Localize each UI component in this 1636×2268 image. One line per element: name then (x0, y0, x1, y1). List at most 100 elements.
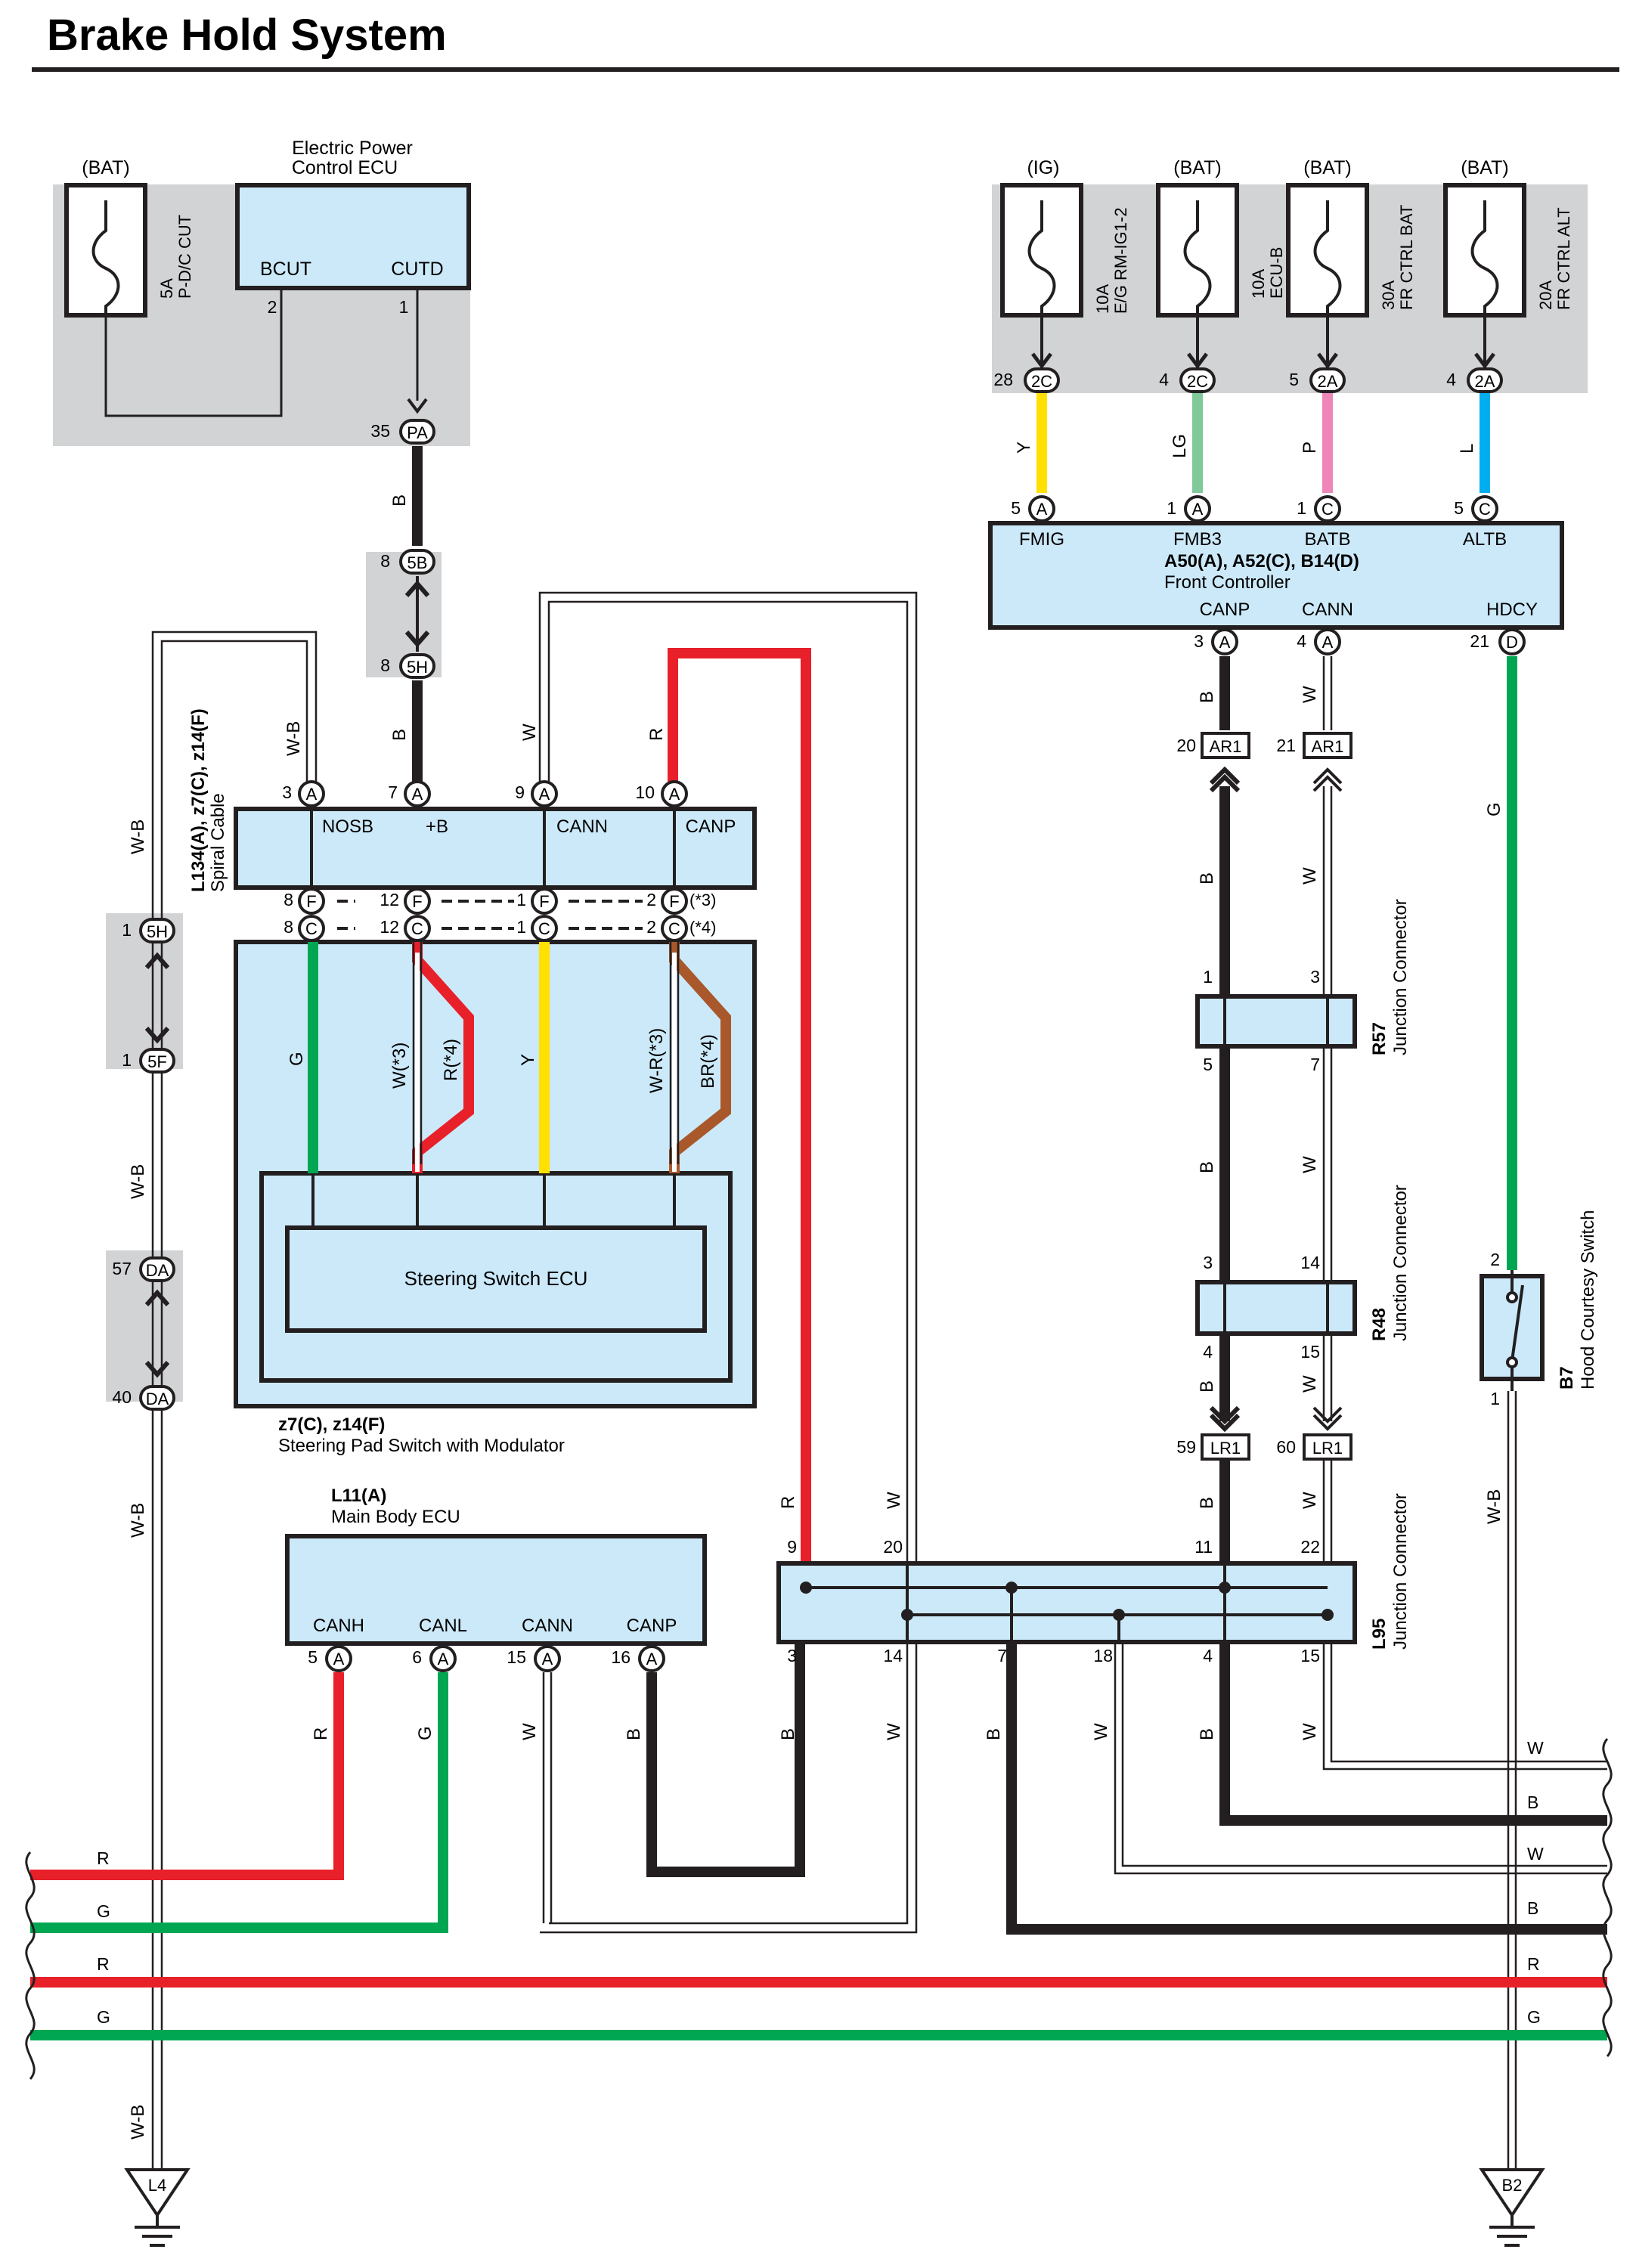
wire-wb-label-left-1: W-B (128, 820, 148, 854)
spiral-f-num-4: 2 (646, 890, 656, 909)
spiral-f-letter-3: F (539, 892, 549, 911)
ep-ecu-pin-cutd: CUTD (391, 259, 443, 280)
wire-lg-label: LG (1170, 434, 1190, 458)
connector-ar1-a (1201, 732, 1250, 759)
ground-l4: L4 (124, 2168, 191, 2247)
fuse-dc-cut-name: P-D/C CUT (175, 215, 194, 299)
wire-b-label-1: B (389, 494, 410, 507)
arrow-5h-5f (144, 952, 170, 1044)
bat-label-fr-bat: (BAT) (1303, 157, 1351, 178)
fc-pin-canp: CANP (1200, 600, 1250, 620)
wire-y-label: Y (1014, 442, 1034, 454)
mb-pin-canl: CANL (419, 1616, 467, 1636)
wire-b-label-canp-4: B (1197, 1380, 1217, 1393)
fuse-ecu-b-amp: 10A (1249, 269, 1268, 299)
ep-ecu-box (235, 183, 471, 290)
fc-pin-altb: ALTB (1463, 529, 1507, 550)
wire-wr3-internal-fill (672, 953, 677, 1172)
fc-conn-cann-letter: A (1322, 633, 1334, 652)
fc-num-altb: 5 (1454, 498, 1464, 518)
spiral-c-letter-2: C (411, 919, 423, 938)
spiral-num-cann: 9 (515, 782, 525, 802)
wire-w-label-l95-14: W (884, 1723, 904, 1740)
spiral-note-4: (*4) (689, 918, 716, 937)
spiral-pin-nosb: NOSB (322, 816, 373, 837)
mb-pin-canp: CANP (627, 1616, 677, 1636)
spiral-f-letter-4: F (669, 892, 679, 911)
wire-r-label-spiral: R (646, 728, 667, 741)
wire-w-label-spiral: W (519, 723, 540, 741)
r57-box (1195, 994, 1357, 1049)
connector-5f-label: 5F (147, 1052, 167, 1071)
5h-pin: 8 (380, 655, 390, 675)
2a-pin-4: 4 (1446, 370, 1456, 389)
wire-w-label-cann-2: W (1300, 867, 1320, 885)
connector-2a-a (1309, 367, 1346, 393)
wire-g-internal-label: G (287, 1052, 307, 1066)
wire-w-cann-fc (1322, 656, 1333, 730)
r48-name: Junction Connector (1390, 1185, 1411, 1341)
fc-conn-batb-letter: C (1322, 500, 1334, 519)
spiral-f-letter-2: F (412, 892, 422, 911)
steering-pad-code: z7(C), z14(F) (278, 1414, 385, 1435)
r57-pin-1: 1 (1203, 967, 1213, 987)
wire-b-label-2: B (389, 729, 410, 741)
wire-b-l95-4 (1219, 1642, 1607, 1826)
wire-wb-label-left-2: W-B (128, 1164, 148, 1199)
mb-conn-canl-letter: A (438, 1650, 449, 1668)
mb-conn-canh-letter: A (333, 1650, 345, 1668)
wire-wb-label-left-4: W-B (128, 2105, 148, 2139)
wire-w-label-cann-4: W (1300, 1375, 1320, 1393)
2c-pin-4: 4 (1159, 370, 1169, 389)
spiral-conn-b (404, 780, 431, 807)
bat-label-dc-cut: (BAT) (82, 157, 129, 178)
l95-pin-11: 11 (1194, 1537, 1213, 1557)
da-pin-40: 40 (112, 1387, 132, 1407)
mb-pin-cann: CANN (522, 1616, 573, 1636)
r57-name: Junction Connector (1390, 899, 1411, 1055)
wire-y-internal-label: Y (518, 1054, 538, 1066)
fuse-fr-ctrl-alt-icon (1470, 200, 1499, 314)
break-mark-right (1602, 1737, 1613, 2058)
steering-inner-dividers (311, 1173, 676, 1228)
wire-g-canl (30, 1672, 448, 1933)
wire-g-label-mb: G (415, 1726, 435, 1740)
fc-name: Front Controller (1164, 572, 1291, 593)
b7-pin-2: 2 (1490, 1250, 1500, 1269)
wire-b-label-canp-1: B (1197, 691, 1217, 703)
wire-b-label-canp-2: B (1197, 872, 1217, 885)
r48-box (1195, 1280, 1357, 1336)
spiral-f-conn-3 (531, 888, 558, 915)
connector-ar1-b-label: AR1 (1312, 737, 1344, 756)
2c-pin-28: 28 (993, 370, 1013, 389)
5h-left-pin: 1 (122, 920, 132, 940)
fc-pin-fmb3: FMB3 (1173, 529, 1222, 550)
connector-lr1-a-label: LR1 (1210, 1439, 1241, 1458)
wire-b-label-mb: B (624, 1728, 644, 1740)
fc-num-canp: 3 (1194, 631, 1204, 651)
ep-ecu-num-bcut: 2 (268, 297, 277, 317)
wire-r-label-mb: R (311, 1727, 331, 1740)
l95-pin-15: 15 (1300, 1646, 1320, 1665)
r57-pin-5: 5 (1203, 1055, 1213, 1074)
wire-w-label-cann-3: W (1300, 1156, 1320, 1173)
l95-pin-14: 14 (883, 1646, 903, 1665)
connector-2a-b (1467, 367, 1503, 393)
mb-num-canp: 16 (611, 1647, 631, 1667)
r48-pin-15: 15 (1300, 1342, 1320, 1362)
fuse-fr-ctrl-bat-amp: 30A (1379, 280, 1398, 310)
fc-pin-hdcy: HDCY (1486, 600, 1538, 620)
wire-wb-label-left-3: W-B (128, 1503, 148, 1538)
connector-lr1-b (1303, 1433, 1352, 1461)
wire-w-label-l95: W (884, 1492, 904, 1509)
spiral-f-num-3: 1 (516, 890, 526, 909)
fc-conn-altb-letter: C (1479, 500, 1491, 519)
fuse-dc-cut-amp: 5A (157, 278, 176, 299)
fc-code: A50(A), A52(C), B14(D) (1164, 551, 1359, 572)
wire-w-label-mb: W (519, 1723, 540, 1740)
wire-wb-b7-ground (1507, 1391, 1517, 2185)
connector-2c-a-label: 2C (1031, 372, 1052, 391)
spiral-f-conn-1 (298, 888, 325, 915)
wire-wb-label-nosb: W-B (284, 721, 304, 756)
wire-w-label-l95-18: W (1091, 1723, 1111, 1740)
